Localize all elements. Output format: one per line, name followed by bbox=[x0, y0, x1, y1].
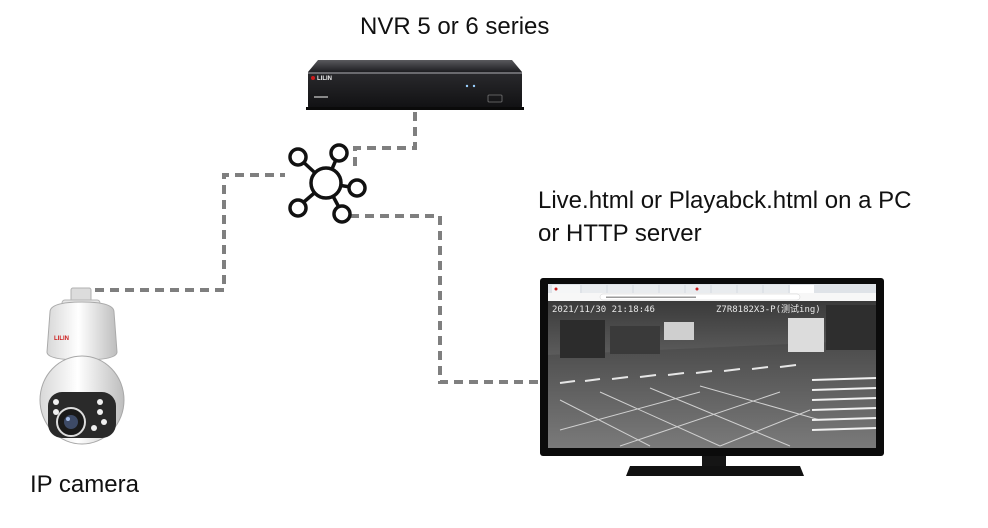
browser-address-bar bbox=[548, 293, 876, 301]
video-camera-name: Z7R8182X3-P(测试ing) bbox=[716, 303, 821, 315]
connector-switch-to-monitor bbox=[350, 214, 538, 384]
connector-lines bbox=[80, 112, 538, 384]
nvr-label: NVR 5 or 6 series bbox=[360, 13, 550, 40]
connector-camera-to-switch bbox=[80, 173, 285, 292]
pc-label-line-2: or HTTP server bbox=[538, 220, 702, 247]
live-video-frame: 2021/11/30 21:18:46 Z7R8182X3-P(测试ing) bbox=[548, 301, 877, 448]
browser-tab-bar bbox=[548, 284, 876, 293]
ip-camera-label: IP camera bbox=[30, 471, 139, 498]
nvr-device: LILIN bbox=[306, 60, 524, 110]
connector-nvr-to-switch bbox=[353, 112, 417, 168]
video-timestamp: 2021/11/30 21:18:46 bbox=[552, 305, 655, 315]
camera-brand-logo: LILIN bbox=[54, 336, 69, 342]
nvr-brand-logo: LILIN bbox=[317, 76, 332, 82]
network-hub-icon bbox=[288, 143, 367, 224]
pc-label-line-1: Live.html or Playabck.html on a PC bbox=[538, 187, 912, 214]
ip-camera: LILIN bbox=[39, 287, 125, 445]
monitor: 2021/11/30 21:18:46 Z7R8182X3-P(测试ing) bbox=[540, 278, 884, 476]
